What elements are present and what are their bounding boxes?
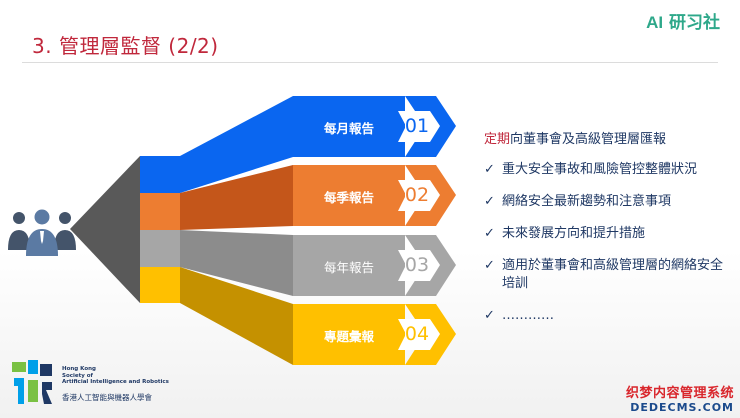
stage-1-label: 每月報告 (323, 121, 374, 136)
stage-3-connector (180, 230, 293, 296)
stage-4-bar (293, 304, 405, 365)
check-icon: ✓ (484, 194, 495, 209)
watermark-line-2: DEDECMS.COM (630, 401, 734, 414)
stage-4-connector (180, 267, 293, 365)
stage-4-strip (140, 267, 180, 303)
hksair-logo-icon (12, 360, 52, 404)
list-item-text: 未來發展方向和提升措施 (502, 226, 646, 241)
stage-2-bar (293, 165, 405, 226)
check-icon: ✓ (484, 308, 495, 323)
funnel-cone (70, 156, 140, 303)
lead-text: 向董事會及高級管理層匯報 (510, 132, 667, 147)
stage-2-label: 每季報告 (323, 190, 374, 205)
list-lead: 定期向董事會及高級管理層匯報 (484, 128, 724, 147)
title-divider (22, 62, 718, 63)
stage-4-number: 04 (404, 323, 430, 345)
stage-3-chevron (398, 235, 456, 296)
stage-1-bar (293, 96, 405, 157)
list-item-text: 適用於董事會和高級管理層的網絡安全培訓 (502, 258, 724, 291)
stage-3-label: 每年報告 (323, 260, 374, 275)
check-icon: ✓ (484, 162, 495, 177)
list-item: ✓ ………… (484, 307, 724, 325)
stage-2-number: 02 (404, 184, 430, 206)
list-item: ✓ 網絡安全最新趨勢和注意事項 (484, 193, 724, 211)
list-item-text: 重大安全事故和風險管控整體狀況 (502, 162, 698, 177)
check-icon: ✓ (484, 258, 495, 273)
dedecms-watermark: 织梦内容管理系统 DEDECMS.COM (626, 382, 734, 414)
logo-cn-text: 研习社 (669, 13, 720, 33)
stage-4-chevron (398, 304, 456, 365)
check-icon: ✓ (484, 226, 495, 241)
stage-3-strip (140, 230, 180, 267)
stage-2-connector (180, 165, 293, 230)
slide-title: 3. 管理層監督 (2/2) (32, 34, 219, 58)
society-english-name: Hong Kong Society of Artificial Intellig… (62, 366, 169, 385)
list-item-text: ………… (502, 308, 554, 323)
stage-3-bar (293, 235, 405, 296)
list-item: ✓ 適用於董事會和高級管理層的網絡安全培訓 (484, 257, 724, 293)
list-item: ✓ 未來發展方向和提升措施 (484, 225, 724, 243)
logo-ai-text: AI (646, 13, 664, 32)
people-group-icon (8, 209, 76, 256)
stage-1-connector (180, 96, 293, 193)
stage-3-number: 03 (404, 254, 430, 276)
ai-yanxishe-logo: AI 研习社 (646, 8, 720, 33)
list-item-text: 網絡安全最新趨勢和注意事項 (502, 194, 672, 209)
stage-1-number: 01 (404, 115, 430, 137)
reporting-list: 定期向董事會及高級管理層匯報 ✓ 重大安全事故和風險管控整體狀況 ✓ 網絡安全最… (484, 128, 724, 339)
stage-4-label: 專題彙報 (323, 329, 374, 344)
lead-highlight: 定期 (484, 132, 511, 147)
stage-2-chevron (398, 165, 456, 226)
society-chinese-name: 香港人工智能與機器人學會 (62, 393, 152, 402)
stage-1-chevron (398, 96, 456, 157)
watermark-line-1: 织梦内容管理系统 (625, 386, 734, 401)
list-item: ✓ 重大安全事故和風險管控整體狀況 (484, 161, 724, 179)
stage-2-strip (140, 193, 180, 230)
stage-1-strip (140, 156, 180, 193)
